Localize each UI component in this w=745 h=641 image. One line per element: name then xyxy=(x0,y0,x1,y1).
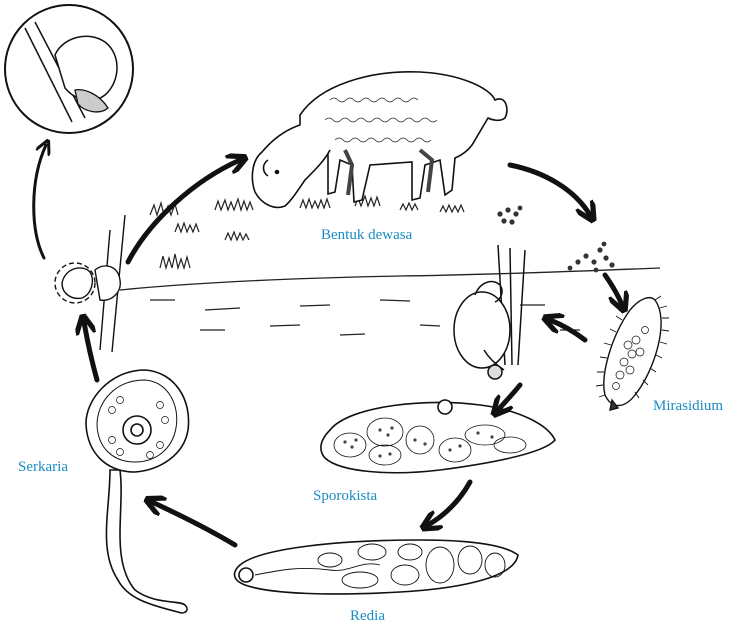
arrow-to-miracidium xyxy=(602,272,622,305)
arrow-to-cercaria xyxy=(152,502,238,548)
label-sporocyst: Sporokista xyxy=(313,488,378,504)
miracidium-icon xyxy=(595,295,670,411)
arrow-to-sporocyst xyxy=(498,382,523,410)
arrow-to-sheep xyxy=(125,160,240,265)
inset-arrow xyxy=(32,145,46,260)
redia-icon xyxy=(233,539,519,595)
sporocyst-icon xyxy=(320,399,556,474)
arrow-to-eggs xyxy=(507,162,590,215)
sheep-icon xyxy=(251,71,508,209)
encysted-metacercaria-icon xyxy=(54,214,126,353)
label-miracidium: Mirasidium xyxy=(653,398,723,414)
label-redia: Redia xyxy=(350,608,385,624)
arrow-to-snail xyxy=(550,320,588,343)
grass xyxy=(149,194,465,271)
cycle-arrows xyxy=(84,160,622,548)
eggs-icon xyxy=(497,205,615,273)
cercaria-icon xyxy=(85,369,190,614)
label-cercaria: Serkaria xyxy=(18,459,68,475)
arrow-to-redia xyxy=(428,479,473,525)
label-adult-form: Bentuk dewasa xyxy=(321,227,413,243)
snail-icon xyxy=(453,244,526,380)
ground-line xyxy=(119,267,661,336)
magnified-inset xyxy=(4,4,134,134)
arrow-to-metacercaria xyxy=(84,322,100,383)
